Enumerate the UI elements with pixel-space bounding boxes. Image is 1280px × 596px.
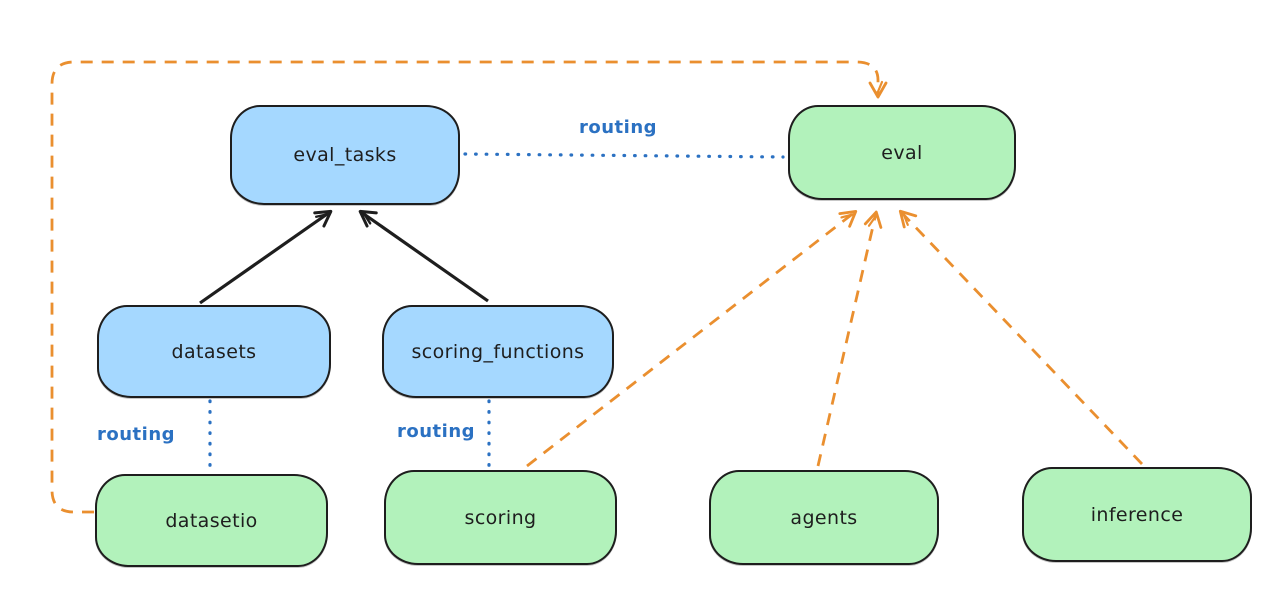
edge-label-routing-left: routing [97,424,176,445]
edge-eval-tasks-to-eval-routing [463,152,785,159]
edge-inference-to-eval [898,209,1144,465]
node-inference: inference [1022,467,1252,562]
node-eval: eval [788,105,1016,200]
node-scoring: scoring [384,470,617,565]
node-datasetio: datasetio [95,474,328,567]
edge-label-routing-top: routing [579,117,658,138]
edge-label-routing-middle: routing [397,421,476,442]
node-scoring-label: scoring [464,506,537,529]
node-datasets-label: datasets [171,340,257,363]
node-inference-label: inference [1090,503,1184,526]
edge-datasetio-to-eval [50,60,888,514]
node-datasetio-label: datasetio [165,509,258,532]
node-eval-tasks: eval_tasks [230,105,460,205]
edge-datasets-to-eval-tasks [199,209,333,305]
node-eval-tasks-label: eval_tasks [293,144,397,166]
node-scoring-functions: scoring_functions [382,305,614,398]
node-eval-label: eval [881,141,923,164]
edge-scoring-functions-to-eval-tasks [358,209,489,303]
node-scoring-functions-label: scoring_functions [411,340,585,363]
node-datasets: datasets [97,305,331,398]
edge-scoring-to-eval [526,209,858,468]
node-agents-label: agents [790,506,858,529]
edge-agents-to-eval [816,210,883,467]
node-agents: agents [709,470,939,565]
